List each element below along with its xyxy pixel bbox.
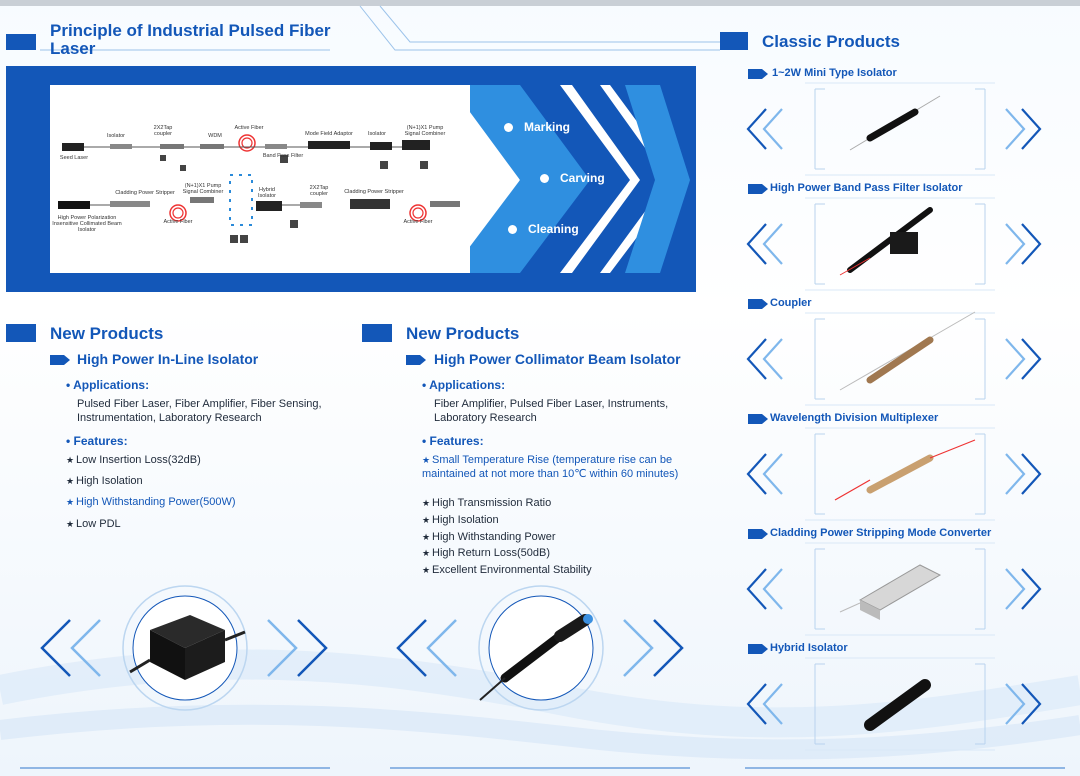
arrow-tag-icon [748,644,768,654]
application-cleaning: Cleaning [528,222,579,236]
feature-item: ★High Return Loss(50dB) [422,547,551,559]
diagram-label: Cladding Power Stripper [115,190,175,196]
feature-item: ★Low Insertion Loss(32dB) [66,454,201,466]
section-marker [362,324,392,342]
laser-principle-diagram: Seed Laser Isolator 2X2Tap coupler WDM A… [50,85,470,273]
classic-product-title: Cladding Power Stripping Mode Converter [770,527,992,539]
diagram-label: High Power Polarization Insensitive Coll… [52,215,122,233]
diagram-label: Active Fiber [403,219,433,225]
bullet-dot [508,225,517,234]
arrow-tag-icon [748,414,768,424]
diagram-label: Band Pass Filter [262,153,304,159]
feature-item: ★Small Temperature Rise (temperature ris… [422,454,679,480]
classic-product-title: Wavelength Division Multiplexer [770,412,939,424]
applications-text: Pulsed Fiber Laser, Fiber Amplifier, Fib… [77,398,322,424]
classic-product-card[interactable]: Wavelength Division Multiplexer [744,411,1064,523]
classic-product-card[interactable]: Hybrid Isolator [744,641,1064,753]
classic-products-title: Classic Products [762,32,900,51]
section-marker [6,34,36,50]
diagram-label: (N+1)X1 Pump Signal Combiner [404,125,446,137]
product-title: High Power Collimator Beam Isolator [434,351,681,367]
new-products-header: New Products [50,324,164,343]
classic-product-title: Coupler [770,297,812,309]
diagram-label: 2X2Tap coupler [309,185,329,197]
applications-label: • Applications: [66,378,150,392]
diagram-label: 2X2Tap coupler [153,125,173,137]
classic-product-title: High Power Band Pass Filter Isolator [770,182,963,194]
diagram-label: WDM [208,133,222,139]
bullet-dot [540,174,549,183]
applications-label: • Applications: [422,378,506,392]
classic-product-card[interactable]: 1~2W Mini Type Isolator [744,66,1064,178]
diagram-label: Isolator [367,131,387,137]
arrow-tag-icon [748,69,768,79]
feature-item: ★High Isolation [66,475,143,487]
arrow-tag-icon [748,529,768,539]
diagram-label: Hybrid Isolator [257,187,277,199]
new-products-header: New Products [406,324,520,343]
arrow-tag-icon [748,299,768,309]
top-strip [0,0,1080,6]
classic-product-card[interactable]: Cladding Power Stripping Mode Converter [744,526,1064,638]
arrow-tag-icon [748,184,768,194]
feature-item: ★Low PDL [66,518,121,530]
classic-product-title: 1~2W Mini Type Isolator [772,67,897,79]
bullet-dot [504,123,513,132]
applications-text: Fiber Amplifier, Pulsed Fiber Laser, Ins… [434,398,669,424]
diagram-label: Active Fiber [163,219,193,225]
classic-product-title: Hybrid Isolator [770,642,848,654]
diagram-label: (N+1)X1 Pump Signal Combiner [182,183,224,195]
arrow-tag-icon [406,355,426,365]
classic-product-card[interactable]: High Power Band Pass Filter Isolator [744,181,1064,293]
showcase-middle [396,585,684,711]
diagram-label: Seed Laser [59,155,89,161]
product-title: High Power In-Line Isolator [77,351,259,367]
feature-item: ★High Isolation [422,514,499,526]
diagram-label: Active Fiber [234,125,264,131]
features-label: • Features: [66,434,128,448]
arrow-tag-icon [50,355,70,365]
application-carving: Carving [560,171,605,185]
feature-item: ★High Withstanding Power(500W) [66,496,236,508]
diagram-label: Mode Field Adaptor [305,131,353,137]
section-marker [720,32,748,50]
principle-title: Principle of Industrial Pulsed Fiber Las… [50,21,331,58]
section-marker [6,324,36,342]
features-label: • Features: [422,434,484,448]
showcase-left [40,585,328,711]
diagram-label: Isolator [106,133,126,139]
classic-product-card[interactable]: Coupler [744,296,1064,408]
feature-item: ★High Withstanding Power [422,531,556,543]
feature-item: ★Excellent Environmental Stability [422,564,592,576]
feature-item: ★High Transmission Ratio [422,497,552,509]
diagram-label: Cladding Power Stripper [344,189,404,195]
application-marking: Marking [524,120,571,134]
diagram-graphic [58,134,460,243]
